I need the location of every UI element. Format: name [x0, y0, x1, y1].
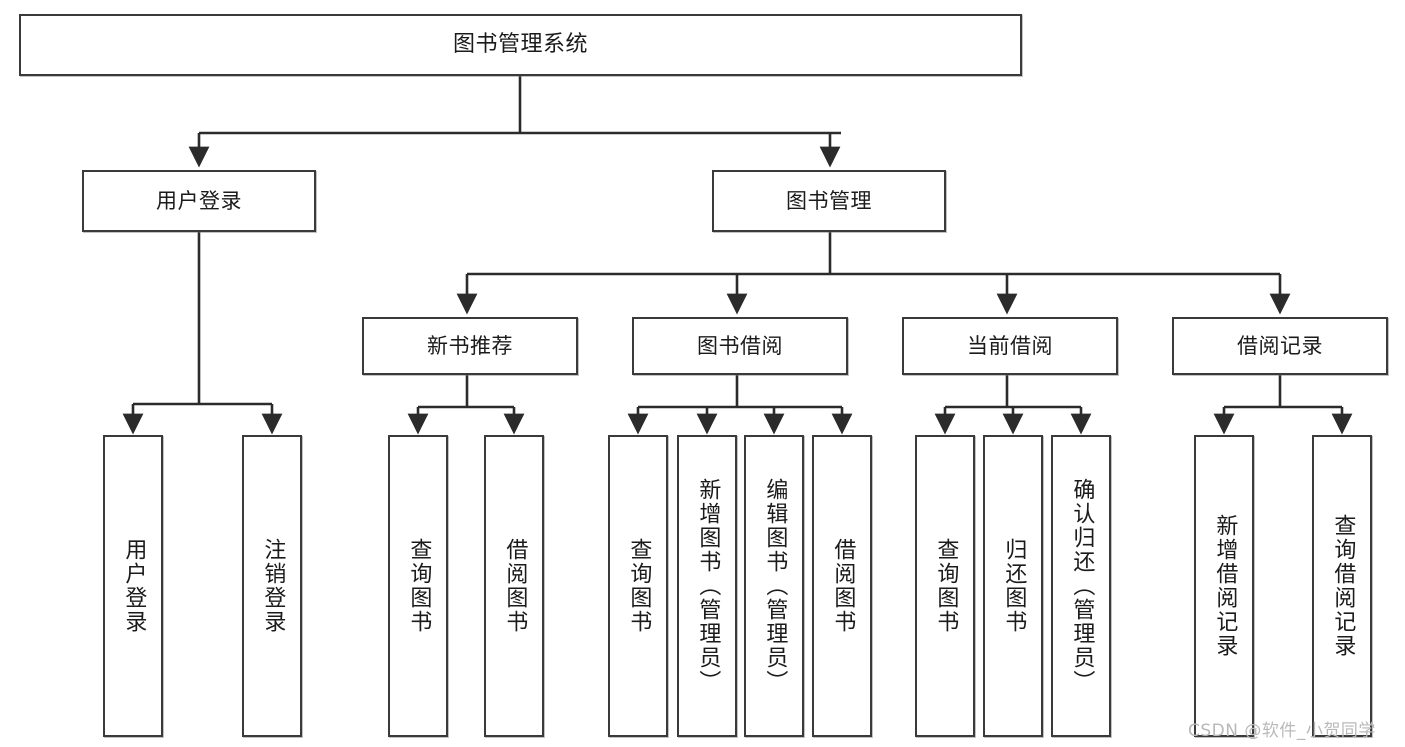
- node-new-book-recommend[interactable]: 新书推荐: [362, 317, 578, 375]
- node-current-borrow[interactable]: 当前借阅: [902, 317, 1118, 375]
- node-leaf-user-login[interactable]: 用户登录: [103, 435, 163, 737]
- node-leaf-confirm-return-label: 确认归还（管理员）: [1069, 478, 1095, 694]
- node-leaf-query-borrow-record[interactable]: 查询借阅记录: [1312, 435, 1372, 737]
- node-leaf-logout-login-label: 注销登录: [260, 538, 286, 634]
- node-leaf-add-borrow-record[interactable]: 新增借阅记录: [1194, 435, 1254, 737]
- node-leaf-add-book-label: 新增图书（管理员）: [695, 478, 721, 694]
- node-leaf-borrow-book-2-label: 借阅图书: [830, 538, 856, 634]
- node-leaf-borrow-book-1[interactable]: 借阅图书: [484, 435, 544, 737]
- node-leaf-return-book-label: 归还图书: [1001, 538, 1027, 634]
- node-leaf-borrow-book-1-label: 借阅图书: [502, 538, 528, 634]
- node-current-borrow-label: 当前借阅: [967, 333, 1053, 358]
- node-book-borrow-label: 图书借阅: [697, 333, 783, 358]
- node-book-borrow[interactable]: 图书借阅: [632, 317, 848, 375]
- node-new-book-recommend-label: 新书推荐: [427, 333, 513, 358]
- node-leaf-query-book-3-label: 查询图书: [933, 538, 959, 634]
- node-leaf-user-login-label: 用户登录: [121, 538, 147, 634]
- node-borrow-record[interactable]: 借阅记录: [1172, 317, 1388, 375]
- node-leaf-query-book-1-label: 查询图书: [406, 538, 432, 634]
- node-leaf-query-book-3[interactable]: 查询图书: [915, 435, 975, 737]
- node-leaf-logout-login[interactable]: 注销登录: [242, 435, 302, 737]
- node-user-login-label: 用户登录: [156, 188, 242, 213]
- node-root[interactable]: 图书管理系统: [19, 14, 1022, 76]
- csdn-watermark: CSDN @软件_小贺同学: [1188, 721, 1376, 741]
- node-leaf-return-book[interactable]: 归还图书: [983, 435, 1043, 737]
- node-leaf-borrow-book-2[interactable]: 借阅图书: [812, 435, 872, 737]
- node-leaf-query-book-2[interactable]: 查询图书: [608, 435, 668, 737]
- node-book-management[interactable]: 图书管理: [712, 170, 946, 232]
- node-leaf-add-borrow-record-label: 新增借阅记录: [1212, 514, 1238, 658]
- node-leaf-edit-book-label: 编辑图书（管理员）: [762, 478, 788, 694]
- node-leaf-edit-book[interactable]: 编辑图书（管理员）: [744, 435, 804, 737]
- node-leaf-query-borrow-record-label: 查询借阅记录: [1330, 514, 1356, 658]
- node-borrow-record-label: 借阅记录: [1237, 333, 1323, 358]
- node-book-management-label: 图书管理: [786, 188, 872, 213]
- node-leaf-add-book[interactable]: 新增图书（管理员）: [677, 435, 737, 737]
- node-leaf-query-book-1[interactable]: 查询图书: [388, 435, 448, 737]
- node-leaf-confirm-return[interactable]: 确认归还（管理员）: [1051, 435, 1111, 737]
- node-root-label: 图书管理系统: [452, 32, 588, 58]
- node-leaf-query-book-2-label: 查询图书: [626, 538, 652, 634]
- node-user-login[interactable]: 用户登录: [82, 170, 316, 232]
